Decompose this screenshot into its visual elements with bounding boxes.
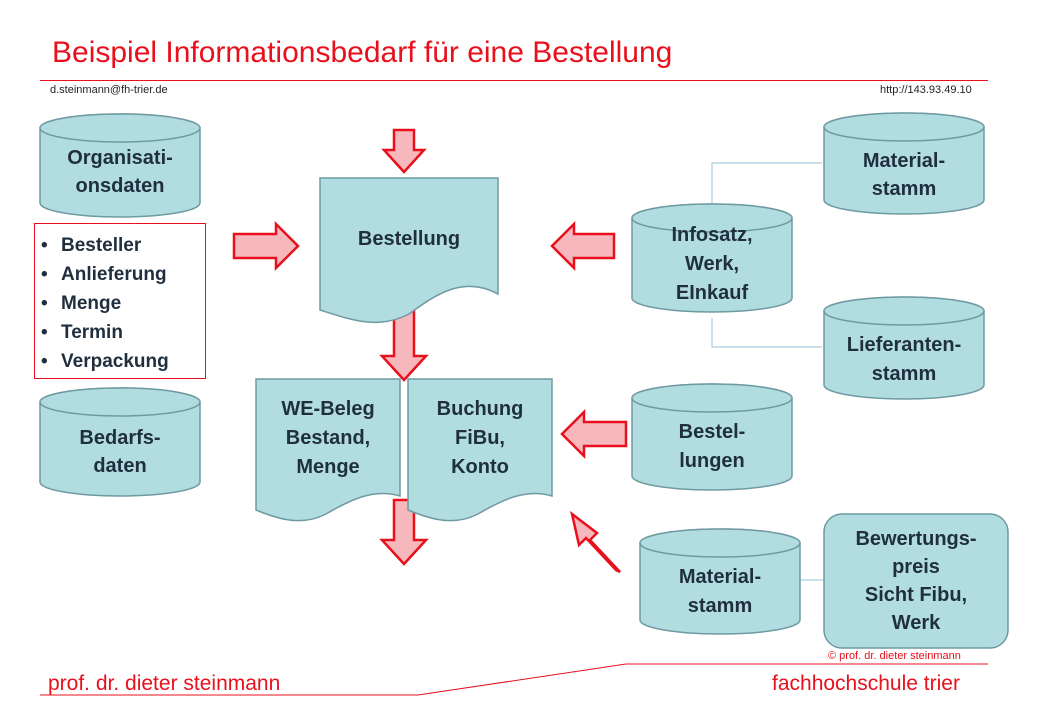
bestellungen-line2: lungen [679, 450, 745, 472]
arrow-left-bestellungen [560, 408, 628, 460]
requirement-item: Anlieferung [41, 260, 205, 289]
connector-materialstamm-infosatz [711, 162, 822, 205]
we-beleg-line1: WE-Beleg [281, 398, 374, 420]
arrow-left-infosatz [550, 220, 616, 272]
bewertungspreis-line2: preis [892, 556, 940, 578]
requirements-list-box: Besteller Anlieferung Menge Termin Verpa… [34, 223, 206, 379]
connector-infosatz-lieferantenstamm [711, 318, 822, 348]
materialstamm-top-line1: Material- [863, 150, 945, 172]
box-bewertungspreis: Bewertungs- preis Sicht Fibu, Werk [823, 513, 1009, 649]
lieferantenstamm-line1: Lieferanten- [847, 334, 961, 356]
bedarfsdaten-line1: Bedarfs- [79, 427, 160, 449]
bestellung-label: Bestellung [358, 228, 460, 250]
cylinder-bedarfsdaten: Bedarfs- daten [39, 387, 201, 497]
buchung-line2: FiBu, [455, 427, 505, 449]
document-bestellung: Bestellung [319, 177, 499, 324]
footer-institution: fachhochschule trier [772, 672, 960, 695]
header-rule [40, 80, 988, 81]
requirements-list: Besteller Anlieferung Menge Termin Verpa… [35, 224, 205, 376]
header-url: http://143.93.49.10 [880, 84, 972, 96]
cylinder-infosatz: Infosatz, Werk, EInkauf [631, 203, 793, 313]
materialstamm-top-line2: stamm [872, 178, 936, 200]
cylinder-bestellungen: Bestel- lungen [631, 383, 793, 491]
arrow-down-middle [379, 303, 429, 382]
cylinder-lieferantenstamm: Lieferanten- stamm [823, 296, 985, 400]
buchung-line1: Buchung [437, 398, 524, 420]
buchung-line3: Konto [451, 456, 509, 478]
arrow-right-bullets [232, 220, 300, 272]
requirement-item: Menge [41, 289, 205, 318]
header-email: d.steinmann@fh-trier.de [50, 84, 168, 96]
document-we-beleg: WE-Beleg Bestand, Menge [255, 378, 401, 522]
materialstamm-bottom-line1: Material- [679, 566, 761, 588]
infosatz-line1: Infosatz, [671, 224, 752, 246]
bewertungspreis-line3: Sicht Fibu, [865, 584, 967, 606]
footer-rule-diagonal [417, 663, 627, 696]
connector-lines [711, 162, 824, 581]
bestellungen-line1: Bestel- [679, 421, 746, 443]
bedarfsdaten-line2: daten [93, 455, 146, 477]
document-buchung: Buchung FiBu, Konto [407, 378, 553, 522]
footer-author: prof. dr. dieter steinmann [48, 672, 281, 695]
cylinder-materialstamm-top: Material- stamm [823, 112, 985, 215]
arrow-down-top [381, 128, 427, 174]
we-beleg-line2: Bestand, [286, 427, 370, 449]
lieferantenstamm-line2: stamm [872, 363, 936, 385]
infosatz-line2: Werk, [685, 253, 739, 275]
footer-copyright: © prof. dr. dieter steinmann [828, 650, 961, 662]
organisationsdaten-line2: onsdaten [76, 175, 165, 197]
arrow-diagonal-materialstamm [570, 510, 621, 574]
infosatz-line3: EInkauf [676, 282, 749, 304]
bewertungspreis-line1: Bewertungs- [855, 528, 976, 550]
organisationsdaten-line1: Organisati- [67, 147, 173, 169]
page-title: Beispiel Informationsbedarf für eine Bes… [52, 36, 673, 69]
bewertungspreis-line4: Werk [892, 612, 941, 634]
red-arrows [232, 128, 628, 574]
requirement-item: Besteller [41, 231, 205, 260]
materialstamm-bottom-line2: stamm [688, 595, 752, 617]
footer-lines [40, 663, 988, 696]
requirement-item: Termin [41, 318, 205, 347]
cylinder-materialstamm-bottom: Material- stamm [639, 528, 801, 635]
requirement-item: Verpackung [41, 347, 205, 376]
we-beleg-line3: Menge [296, 456, 359, 478]
cylinder-organisationsdaten: Organisati- onsdaten [39, 113, 201, 218]
